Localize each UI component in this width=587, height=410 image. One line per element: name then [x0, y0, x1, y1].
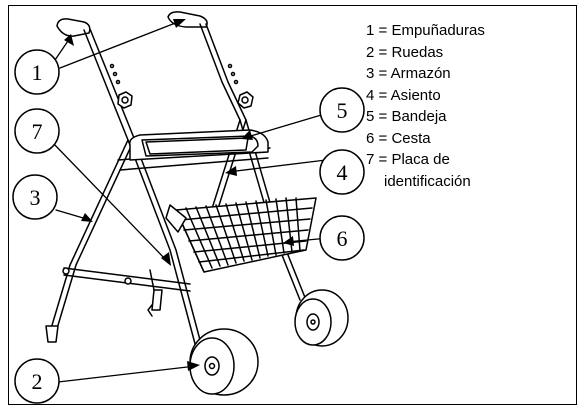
- basket: [165, 197, 317, 273]
- svg-text:1: 1: [32, 60, 43, 85]
- frame: [45, 23, 307, 356]
- legend-label: Placa de: [391, 151, 450, 168]
- legend-number: 6: [366, 129, 375, 147]
- callout-4: 4: [319, 149, 365, 195]
- legend-number: 5: [366, 108, 375, 125]
- legend-number: 3: [366, 65, 375, 82]
- wheel-rear: [294, 289, 349, 347]
- legend-number: 1: [366, 22, 375, 39]
- svg-text:7: 7: [32, 119, 43, 144]
- legend-label: Armazón: [390, 65, 451, 82]
- callout-7: 7: [14, 108, 60, 154]
- callout-2: 2: [14, 358, 60, 404]
- legend-item-5: 5 = Bandeja: [366, 106, 485, 128]
- legend-number: 4: [366, 86, 375, 104]
- wheel-front: [189, 328, 259, 396]
- legend-number: 2: [366, 43, 375, 61]
- legend-item-7-continuation: identificación: [366, 171, 485, 193]
- legend-item-7: 7 = Placa de: [366, 149, 485, 171]
- svg-text:2: 2: [32, 369, 43, 394]
- seat: [128, 129, 269, 161]
- svg-text:6: 6: [337, 226, 348, 251]
- legend-label: Empuñaduras: [391, 22, 485, 39]
- tray: [145, 137, 249, 155]
- callout-3: 3: [12, 174, 58, 220]
- legend-label: Bandeja: [391, 108, 447, 125]
- legend-item-1: 1 = Empuñaduras: [366, 20, 485, 42]
- legend-number: 7: [366, 151, 375, 168]
- legend-separator: =: [378, 151, 388, 168]
- svg-text:3: 3: [30, 185, 41, 210]
- svg-text:4: 4: [337, 160, 348, 185]
- legend-separator: =: [378, 65, 388, 82]
- handgrip-left: [56, 18, 91, 37]
- svg-text:5: 5: [337, 98, 348, 123]
- callout-1: 1: [14, 49, 60, 95]
- legend-label: Asiento: [390, 86, 441, 104]
- parts-legend: 1 = Empuñaduras 2 = Ruedas 3 = Armazón 4…: [366, 20, 485, 192]
- arrowheads: [64, 19, 294, 371]
- legend-separator: =: [378, 86, 388, 104]
- legend-separator: =: [378, 108, 388, 125]
- callout-6: 6: [319, 215, 365, 261]
- legend-separator: =: [378, 129, 388, 147]
- legend-separator: =: [378, 22, 388, 39]
- callout-5: 5: [319, 87, 365, 133]
- legend-item-6: 6 = Cesta: [366, 128, 485, 150]
- legend-item-4: 4 = Asiento: [366, 85, 485, 107]
- legend-label-continuation: identificación: [384, 172, 471, 190]
- leader-lines: [51, 21, 351, 383]
- legend-item-2: 2 = Ruedas: [366, 42, 485, 64]
- legend-label: Cesta: [391, 129, 431, 147]
- legend-item-3: 3 = Armazón: [366, 63, 485, 85]
- legend-label: Ruedas: [391, 43, 444, 61]
- legend-separator: =: [378, 43, 388, 61]
